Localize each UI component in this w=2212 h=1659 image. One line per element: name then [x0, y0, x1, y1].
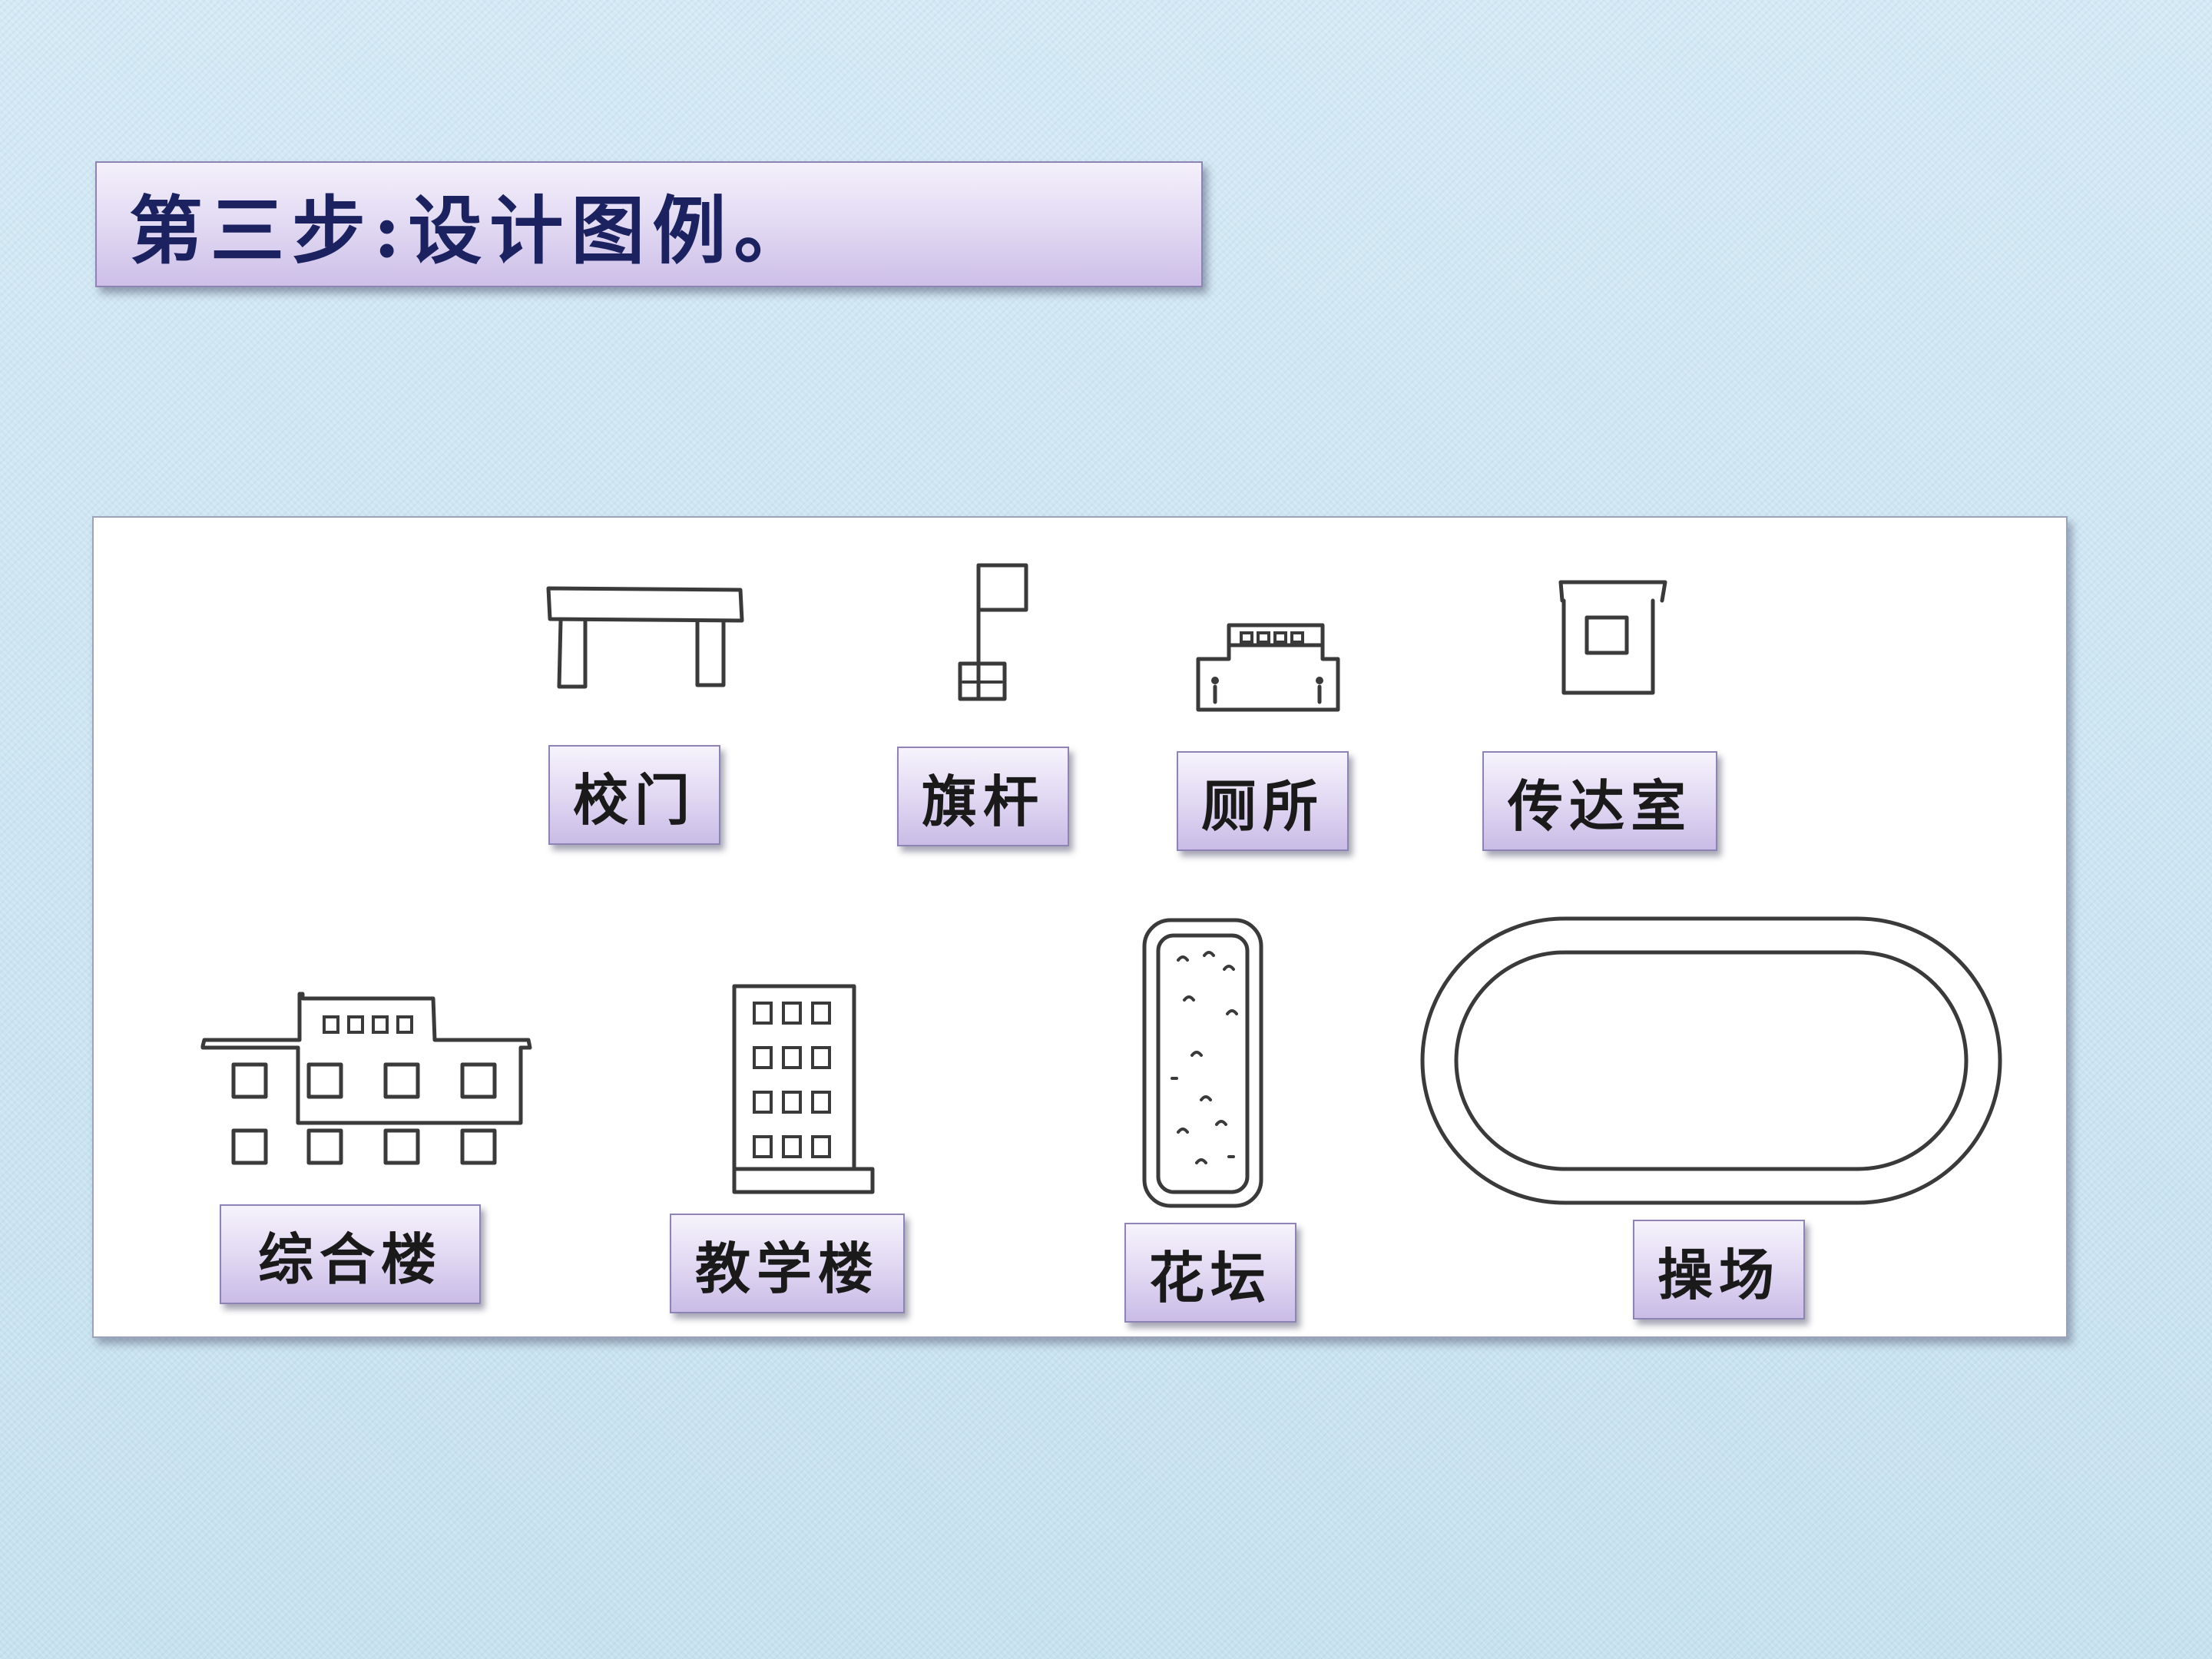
- complex-building-icon: [200, 992, 532, 1165]
- legend-label-text: 教学楼: [694, 1235, 879, 1301]
- reception-room-icon: [1558, 580, 1667, 695]
- legend-label-text: 操场: [1657, 1241, 1780, 1307]
- page-title: 第三步:设计图例。: [129, 187, 816, 274]
- legend-label-text: 旗杆: [921, 768, 1045, 834]
- legend-label-flower-bed: 花坛: [1124, 1223, 1296, 1323]
- flower-bed-icon: [1142, 918, 1263, 1208]
- legend-label-text: 厕所: [1200, 773, 1324, 839]
- legend-label-flagpole: 旗杆: [897, 747, 1069, 846]
- school-gate-icon: [546, 586, 744, 689]
- flagpole-icon: [958, 563, 1028, 701]
- legend-label-playground: 操场: [1633, 1220, 1805, 1320]
- teaching-building-icon: [732, 984, 875, 1194]
- legend-label-complex-building: 综合楼: [220, 1204, 481, 1304]
- legend-label-text: 传达室: [1507, 773, 1692, 839]
- legend-label-teaching-building: 教学楼: [670, 1214, 905, 1313]
- legend-label-reception-room: 传达室: [1482, 751, 1717, 851]
- legend-panel: 校门 旗杆 厕所 传达室 综合楼 教学楼 花坛 操场: [92, 516, 2068, 1338]
- legend-label-text: 综合楼: [257, 1226, 442, 1292]
- legend-drawings: [200, 563, 2002, 1208]
- legend-label-text: 花坛: [1148, 1244, 1272, 1310]
- playground-icon: [1420, 916, 2002, 1205]
- title-banner: 第三步:设计图例。: [95, 161, 1203, 287]
- legend-label-school-gate: 校门: [548, 745, 720, 845]
- toilet-icon: [1196, 623, 1340, 712]
- legend-label-toilet: 厕所: [1177, 751, 1349, 851]
- legend-label-text: 校门: [572, 767, 696, 833]
